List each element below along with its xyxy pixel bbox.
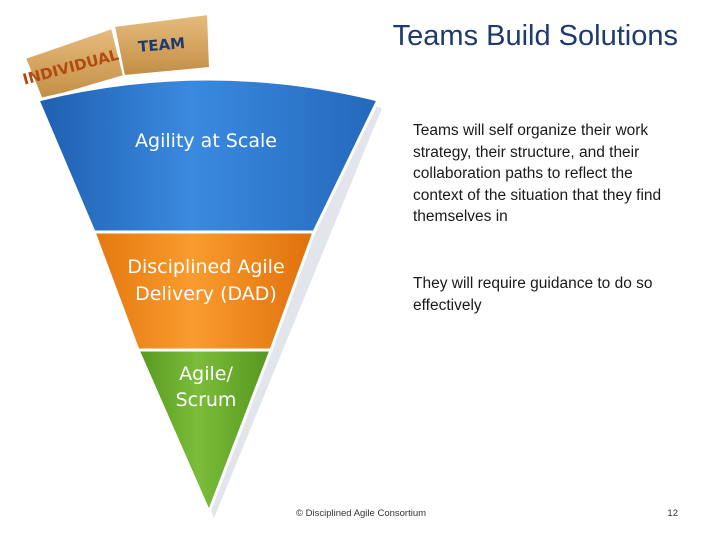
page-number: 12 [667, 508, 678, 519]
paragraph-guidance: They will require guidance to do so effe… [413, 275, 653, 314]
footer-copyright: © Disciplined Agile Consortium [296, 508, 427, 519]
label-agile-line2: Scrum [176, 389, 237, 411]
tab-team-label: TEAM [137, 34, 185, 56]
tab-team: TEAM [112, 12, 212, 78]
segment-agile-scrum [135, 348, 274, 516]
slide-title: Teams Build Solutions [392, 20, 678, 52]
segment-agility-at-scale [35, 77, 381, 234]
label-agile-line1: Agile/ [179, 363, 233, 385]
label-dad-line2: Delivery (DAD) [135, 283, 277, 305]
tab-individual: INDIVIDUAL [21, 26, 126, 102]
paragraph-self-organize: Teams will self organize their work stra… [413, 122, 662, 225]
label-agility-at-scale: Agility at Scale [135, 130, 277, 152]
label-dad-line1: Disciplined Agile [127, 256, 284, 278]
